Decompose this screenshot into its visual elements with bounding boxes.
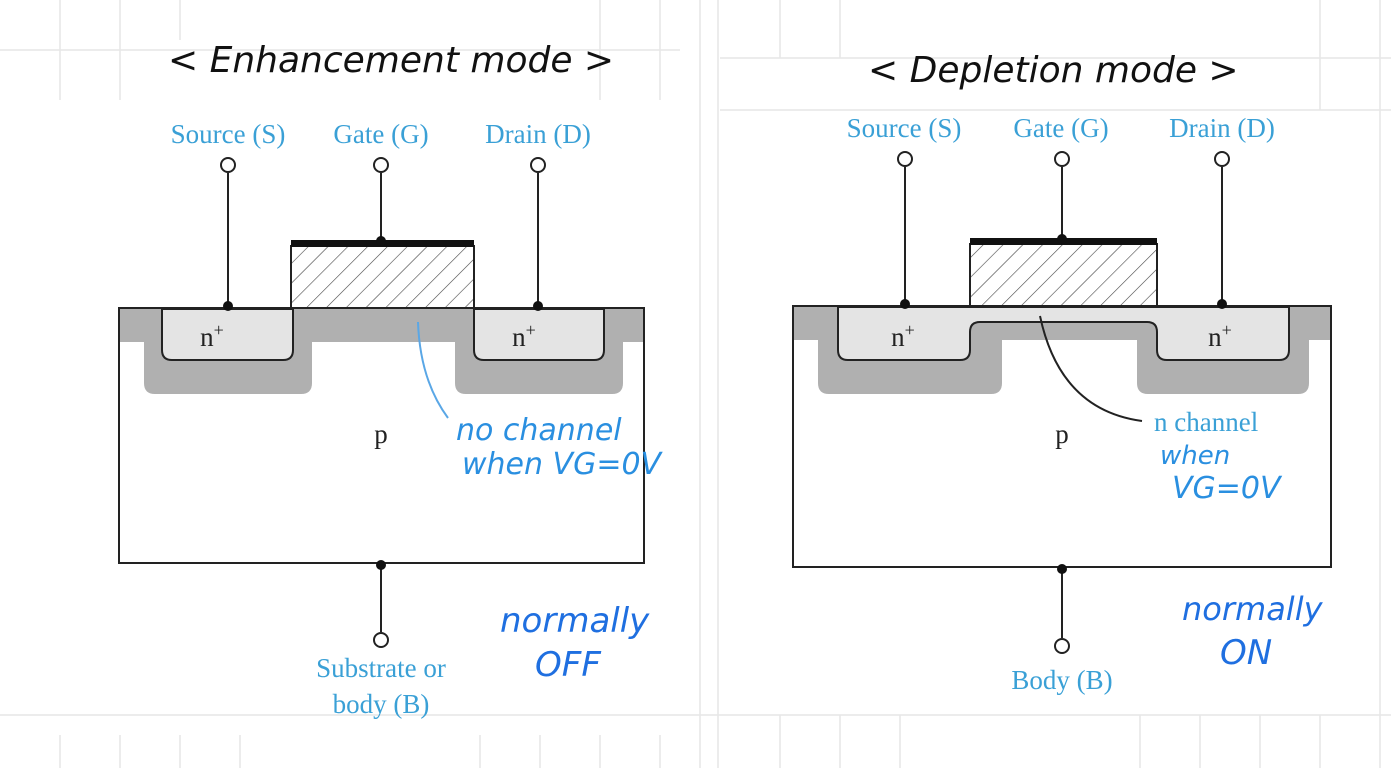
drain-terminal <box>530 157 546 173</box>
enhancement-mosfet: < Enhancement mode > Source (S) Gate (G)… <box>118 40 664 719</box>
enhancement-title: < Enhancement mode > <box>168 40 614 81</box>
drain-terminal <box>1214 151 1230 167</box>
substrate-label-line1: Substrate or <box>316 653 446 683</box>
substrate-label-line2: body (B) <box>333 689 430 719</box>
depletion-title: < Depletion mode > <box>868 50 1239 91</box>
n-channel-note: when <box>1160 441 1230 471</box>
normally-on-line2: ON <box>1220 633 1272 673</box>
n-channel-region <box>837 306 1290 361</box>
drain-n-plus-label: n+ <box>512 320 536 352</box>
gate-poly <box>290 245 475 309</box>
substrate-p-label: p <box>1055 419 1069 449</box>
drain-n-plus-label: n+ <box>1208 320 1232 352</box>
depletion-mosfet: < Depletion mode > Source (S) Gate (G) D… <box>792 50 1332 695</box>
substrate-p-label: p <box>374 419 388 449</box>
no-channel-note: no channel <box>456 413 622 448</box>
n-channel-label: n channel <box>1154 407 1258 437</box>
source-n-plus <box>161 308 294 361</box>
drain-label: Drain (D) <box>485 119 591 149</box>
drain-label: Drain (D) <box>1169 113 1275 143</box>
body-terminal <box>373 632 389 648</box>
source-label: Source (S) <box>847 113 962 143</box>
source-n-plus-label: n+ <box>891 320 915 352</box>
body-label: Body (B) <box>1011 665 1112 695</box>
gate-poly <box>969 243 1158 307</box>
n-channel-condition: VG=0V <box>1172 471 1283 506</box>
n-channel-pointer <box>1039 315 1143 422</box>
source-label: Source (S) <box>171 119 286 149</box>
source-terminal <box>897 151 913 167</box>
gate-label: Gate (G) <box>1013 113 1108 143</box>
no-channel-pointer <box>417 321 449 419</box>
normally-off-line2: OFF <box>535 645 601 685</box>
source-terminal <box>220 157 236 173</box>
drain-n-plus <box>473 308 605 361</box>
gate-terminal <box>1054 151 1070 167</box>
source-n-plus-label: n+ <box>200 320 224 352</box>
normally-off-line1: normally <box>500 601 650 641</box>
gate-label: Gate (G) <box>333 119 428 149</box>
no-channel-condition: when VG=0V <box>462 447 664 482</box>
normally-on-line1: normally <box>1182 590 1324 628</box>
gate-terminal <box>373 157 389 173</box>
body-terminal <box>1054 638 1070 654</box>
